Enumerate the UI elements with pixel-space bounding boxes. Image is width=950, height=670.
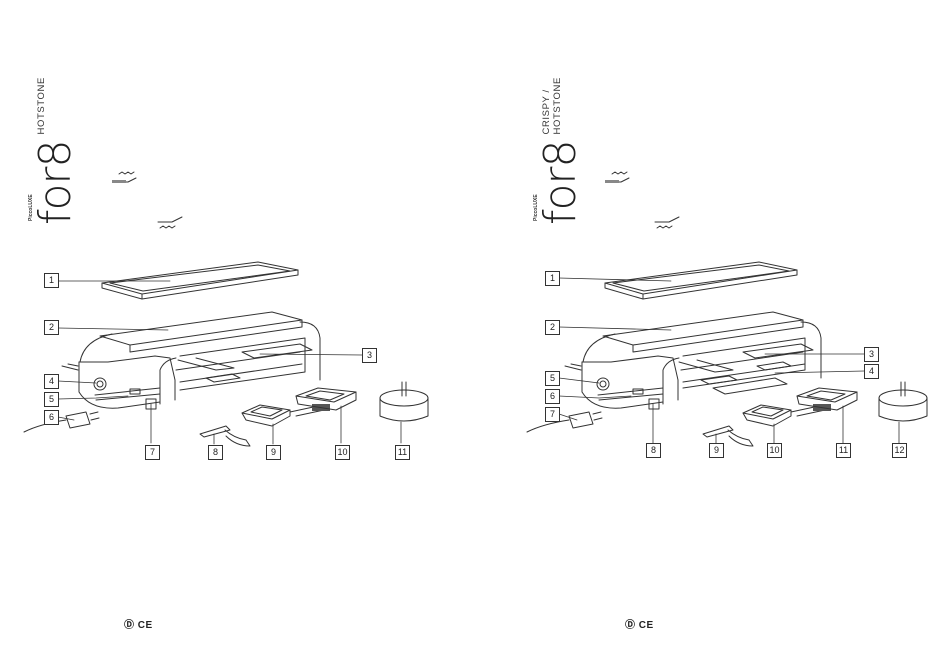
callout-10: 10 bbox=[767, 443, 782, 458]
cheese-wheel bbox=[879, 382, 927, 421]
callout-1: 1 bbox=[545, 271, 560, 286]
model-name: HOTSTONE bbox=[36, 77, 47, 134]
callout-5: 5 bbox=[545, 371, 560, 386]
cheese-wheel bbox=[380, 382, 428, 421]
callout-8: 8 bbox=[208, 445, 223, 460]
callout-8: 8 bbox=[646, 443, 661, 458]
callout-11: 11 bbox=[836, 443, 851, 458]
certification-mark: Ⓓ CE bbox=[124, 616, 153, 631]
certification-mark: Ⓓ CE bbox=[625, 616, 654, 631]
brand-mini-logo: PiccoLUXE bbox=[533, 194, 539, 221]
left-page: PiccoLUXE for8 HOTSTONE 1 2 3 4 5 6 7 8 … bbox=[0, 0, 475, 670]
callout-4: 4 bbox=[864, 364, 879, 379]
grill-base bbox=[62, 312, 320, 409]
callout-9: 9 bbox=[709, 443, 724, 458]
callout-2: 2 bbox=[44, 320, 59, 335]
stone-plate bbox=[102, 262, 298, 299]
heat-down-symbol-icon bbox=[655, 217, 679, 228]
power-cord bbox=[527, 412, 602, 432]
stone-plate bbox=[605, 262, 797, 299]
grill-base bbox=[565, 312, 821, 409]
callout-leaders bbox=[559, 278, 899, 444]
heat-up-symbol-icon bbox=[605, 172, 629, 183]
callout-6: 6 bbox=[545, 389, 560, 404]
callout-11: 11 bbox=[395, 445, 410, 460]
heat-down-symbol-icon bbox=[158, 217, 182, 228]
callout-2: 2 bbox=[545, 320, 560, 335]
spatula bbox=[200, 426, 250, 446]
brand-block: PiccoLUXE for8 CRISPY / HOTSTONE bbox=[539, 77, 583, 225]
callout-5: 5 bbox=[44, 392, 59, 407]
model-name: CRISPY / HOTSTONE bbox=[541, 77, 563, 134]
power-cord bbox=[24, 412, 99, 432]
callout-10: 10 bbox=[335, 445, 350, 460]
heat-up-symbol-icon bbox=[112, 172, 136, 183]
callout-9: 9 bbox=[266, 445, 281, 460]
callout-12: 12 bbox=[892, 443, 907, 458]
brand-mini-logo: PiccoLUXE bbox=[28, 194, 34, 221]
callout-3: 3 bbox=[864, 347, 879, 362]
callout-6: 6 bbox=[44, 410, 59, 425]
callout-7: 7 bbox=[545, 407, 560, 422]
callout-3: 3 bbox=[362, 348, 377, 363]
brand-logo: for8 bbox=[539, 141, 583, 226]
brand-logo: for8 bbox=[34, 141, 78, 226]
brand-block: PiccoLUXE for8 HOTSTONE bbox=[34, 77, 78, 225]
callout-7: 7 bbox=[145, 445, 160, 460]
callout-4: 4 bbox=[44, 374, 59, 389]
callout-1: 1 bbox=[44, 273, 59, 288]
right-page: PiccoLUXE for8 CRISPY / HOTSTONE 1 2 3 4… bbox=[475, 0, 950, 670]
